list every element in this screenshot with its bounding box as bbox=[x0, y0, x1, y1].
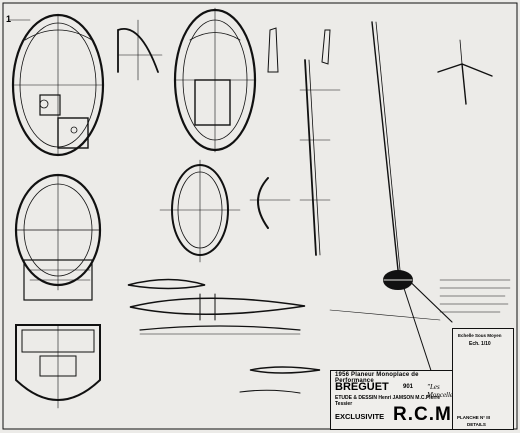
side-header: Echelle Sous Moyen bbox=[458, 333, 502, 338]
title-model: 901 bbox=[403, 384, 414, 390]
tailplane-view bbox=[437, 39, 493, 105]
publisher-logo: R.C.M. bbox=[393, 404, 459, 425]
title-credits: ETUDE & DESSIN Henri JAMSON M.C.Pierre T… bbox=[335, 395, 441, 407]
sheet-number: 1 bbox=[6, 14, 12, 24]
title-aircraft-name: BREGUET bbox=[335, 381, 389, 393]
plan-number: PLANCHE N° III bbox=[457, 415, 491, 420]
cockpit-floor-view bbox=[15, 324, 101, 409]
notes-lines bbox=[439, 279, 511, 313]
title-exclusivite: EXCLUSIVITE bbox=[335, 412, 385, 421]
half-frame-detail bbox=[249, 177, 291, 229]
canopy-frame-detail bbox=[117, 19, 163, 81]
glider-side-view bbox=[371, 21, 453, 399]
side-scale: Ech. 1/10 bbox=[469, 341, 491, 347]
title-line-1: 1956 Planeur Monoplace de Performance bbox=[335, 372, 419, 384]
fuselage-frame-view-2 bbox=[173, 7, 257, 153]
fuselage-frame-view-1 bbox=[7, 13, 105, 157]
title-nickname: "Les Moncelle" bbox=[427, 383, 456, 399]
tail-boom-side bbox=[299, 59, 331, 256]
fuselage-frame-view-3 bbox=[14, 173, 102, 301]
side-info-block: Echelle Sous Moyen Ech. 1/10 PLANCHE N° … bbox=[452, 328, 514, 430]
section-label: DETAILS bbox=[467, 422, 486, 427]
control-stick-details bbox=[267, 27, 341, 91]
wing-section-profiles bbox=[127, 278, 441, 394]
title-block: 1956 Planeur Monoplace de Performance BR… bbox=[330, 370, 457, 430]
canopy-frame-view bbox=[159, 159, 241, 263]
